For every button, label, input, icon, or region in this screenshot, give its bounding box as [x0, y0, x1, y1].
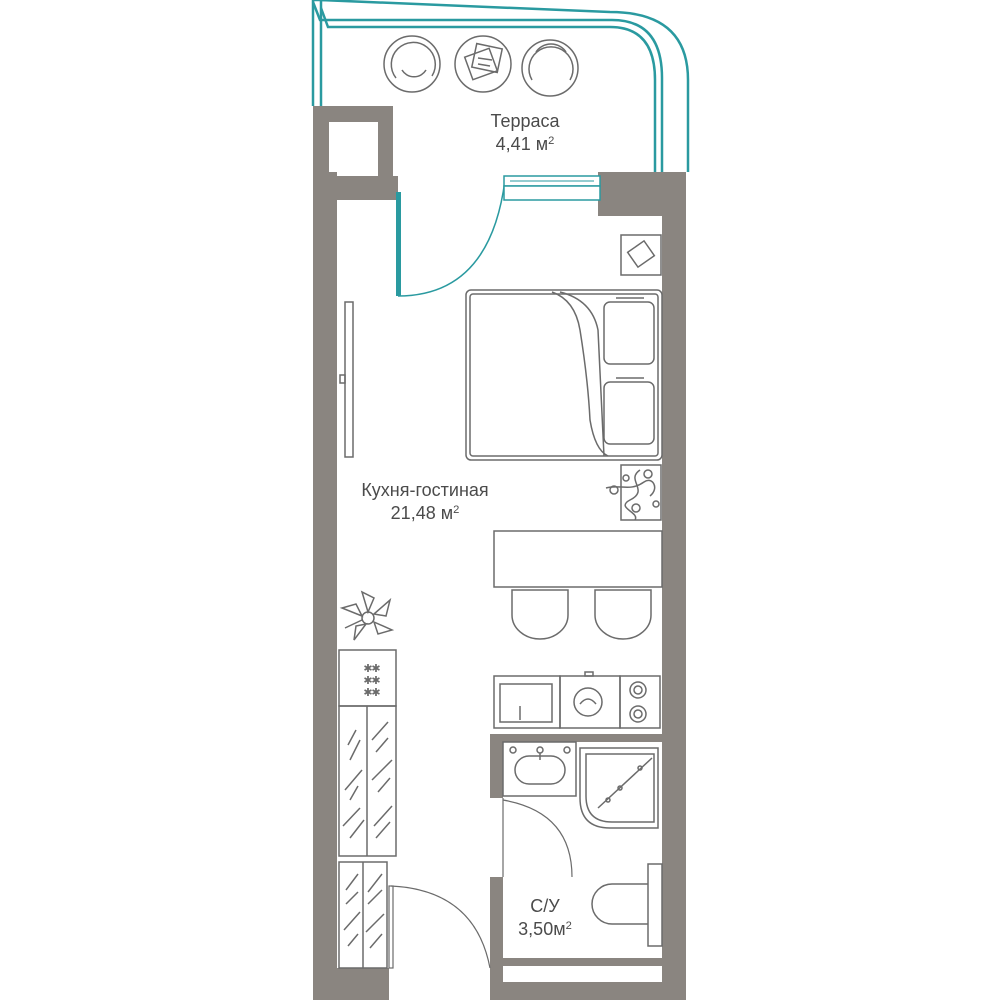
svg-text:✱: ✱ — [363, 674, 372, 687]
dining-table — [493, 530, 663, 588]
washing-machine — [559, 671, 621, 729]
walls — [313, 106, 686, 1000]
toilet — [591, 863, 663, 947]
dining-chair-left — [511, 589, 569, 640]
terrace-chair-right — [521, 39, 579, 97]
svg-text:✱: ✱ — [371, 674, 380, 687]
tv-panel — [339, 301, 354, 458]
kitchen-cabinets — [338, 705, 397, 969]
washbasin — [502, 741, 577, 797]
svg-text:✱: ✱ — [363, 662, 372, 675]
svg-text:✱: ✱ — [371, 662, 380, 675]
nightstand — [620, 234, 662, 276]
plant-bedside — [605, 464, 662, 521]
hob: ✱ ✱ ✱ ✱ ✱ ✱ — [338, 649, 397, 707]
kitchen-sink — [493, 675, 561, 729]
room-name: Кухня-гостиная — [361, 480, 489, 500]
terrace-window — [503, 175, 601, 201]
bathroom-window — [508, 964, 662, 982]
shower — [579, 747, 659, 829]
room-name: Терраса — [490, 111, 560, 131]
bed — [465, 289, 663, 461]
room-label-terrace: Терраса 4,41 м2 — [440, 110, 610, 155]
terrace-glazing — [311, 0, 690, 172]
dining-chair-right — [594, 589, 652, 640]
bathroom-fixtures — [502, 741, 663, 947]
plant-floor — [339, 590, 395, 641]
room-label-kitchen-living: Кухня-гостиная 21,48 м2 — [330, 479, 520, 524]
room-area: 3,50м2 — [518, 918, 572, 939]
terrace-chair-left — [383, 35, 441, 93]
terrace-door[interactable] — [396, 179, 506, 297]
room-area: 4,41 м2 — [495, 133, 555, 154]
svg-text:✱: ✱ — [371, 686, 380, 699]
room-label-bathroom: С/У 3,50м2 — [495, 895, 595, 940]
small-hob — [619, 675, 661, 729]
room-area: 21,48 м2 — [390, 502, 460, 523]
terrace-table — [454, 35, 512, 93]
bathroom-door[interactable] — [502, 798, 573, 878]
room-name: С/У — [530, 896, 560, 916]
entrance-door[interactable] — [388, 885, 491, 969]
terrace-furniture — [383, 35, 579, 97]
living-furniture: ✱ ✱ ✱ ✱ ✱ ✱ — [338, 234, 663, 969]
svg-text:✱: ✱ — [363, 686, 372, 699]
